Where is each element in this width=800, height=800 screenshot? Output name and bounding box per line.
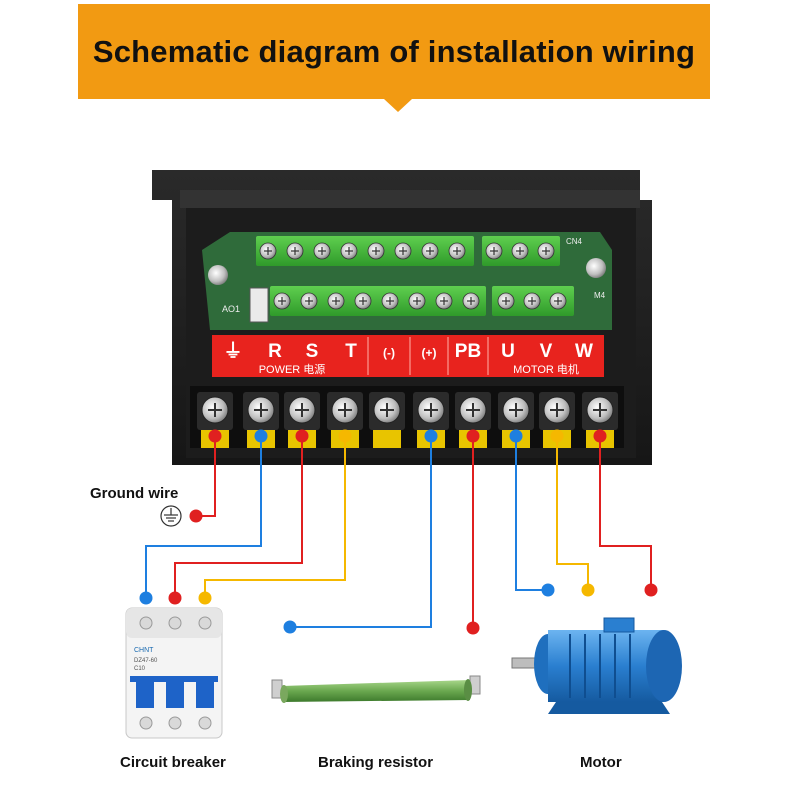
power-terminal-block [190, 386, 624, 448]
motor-dot-u [541, 583, 555, 597]
motor [511, 617, 682, 714]
breaker-dot-s [168, 591, 182, 605]
ground-symbol-icon [160, 505, 182, 527]
terminal-letter: S [306, 341, 319, 362]
motor-base [548, 702, 670, 714]
breaker-lever [196, 682, 214, 708]
breaker-rating: C10 [134, 666, 146, 672]
wire-w [599, 436, 652, 590]
control-pcb: AO1 CN4 M4 [202, 232, 612, 330]
circuit-breaker: CHNT DZ47-60 C10 [125, 607, 223, 739]
control-terminal-strip-lower [270, 286, 486, 316]
wire-t [204, 436, 346, 598]
m-label: M4 [594, 291, 606, 300]
terminal-letter: ⏚ [223, 340, 242, 362]
terminal-letter: PB [455, 341, 481, 362]
wire-u [515, 436, 548, 591]
wire-s [174, 436, 303, 598]
wire-r [145, 436, 262, 598]
ground-dot [189, 509, 203, 523]
wiring [145, 436, 652, 628]
control-terminal-screws [259, 242, 567, 310]
motor-terminal-box [603, 617, 635, 633]
circuit-breaker-label: Circuit breaker [120, 754, 226, 771]
jumper-switch [249, 287, 269, 323]
braking-resistor [271, 675, 481, 703]
page-title: Schematic diagram of installation wiring [92, 33, 696, 69]
terminal-letter: R [268, 341, 282, 362]
wire-end-dots [139, 509, 658, 635]
pcb-screw [208, 265, 228, 285]
terminal-letter: (-) [383, 346, 395, 360]
power-label: POWER 电源 [259, 362, 326, 376]
breaker-dot-t [198, 591, 212, 605]
braking-resistor-label: Braking resistor [318, 754, 433, 771]
terminal-label-band: POWER 电源 MOTOR 电机 ⏚ R S T (-) (+) PB U V W [212, 335, 604, 377]
breaker-dot-r [139, 591, 153, 605]
terminal-letter: T [345, 341, 357, 362]
breaker-lever [136, 682, 154, 708]
ao-label: AO1 [222, 304, 240, 314]
terminal-letter: (+) [422, 346, 437, 360]
motor-dot-v [581, 583, 595, 597]
motor-label: MOTOR 电机 [513, 362, 579, 376]
breaker-brand: CHNT [134, 647, 154, 654]
terminal-letter: V [540, 341, 553, 362]
breaker-model: DZ47-60 [134, 658, 158, 664]
wire-plus [290, 436, 432, 628]
banner-pointer [384, 99, 412, 112]
resistor-dot-pb [466, 621, 480, 635]
cn-label: CN4 [566, 237, 583, 246]
motor-label: Motor [580, 754, 622, 771]
wire-v [556, 436, 589, 590]
ground-wire-label: Ground wire [90, 485, 178, 502]
terminal-clamp [373, 430, 401, 448]
terminal-letter: U [501, 341, 515, 362]
control-terminal-strip-upper [256, 236, 474, 266]
pcb-screw [586, 258, 606, 278]
motor-dot-w [644, 583, 658, 597]
terminal-letter: W [575, 341, 593, 362]
resistor-dot-plus [283, 620, 297, 634]
breaker-lever [166, 682, 184, 708]
title-banner [78, 4, 710, 99]
